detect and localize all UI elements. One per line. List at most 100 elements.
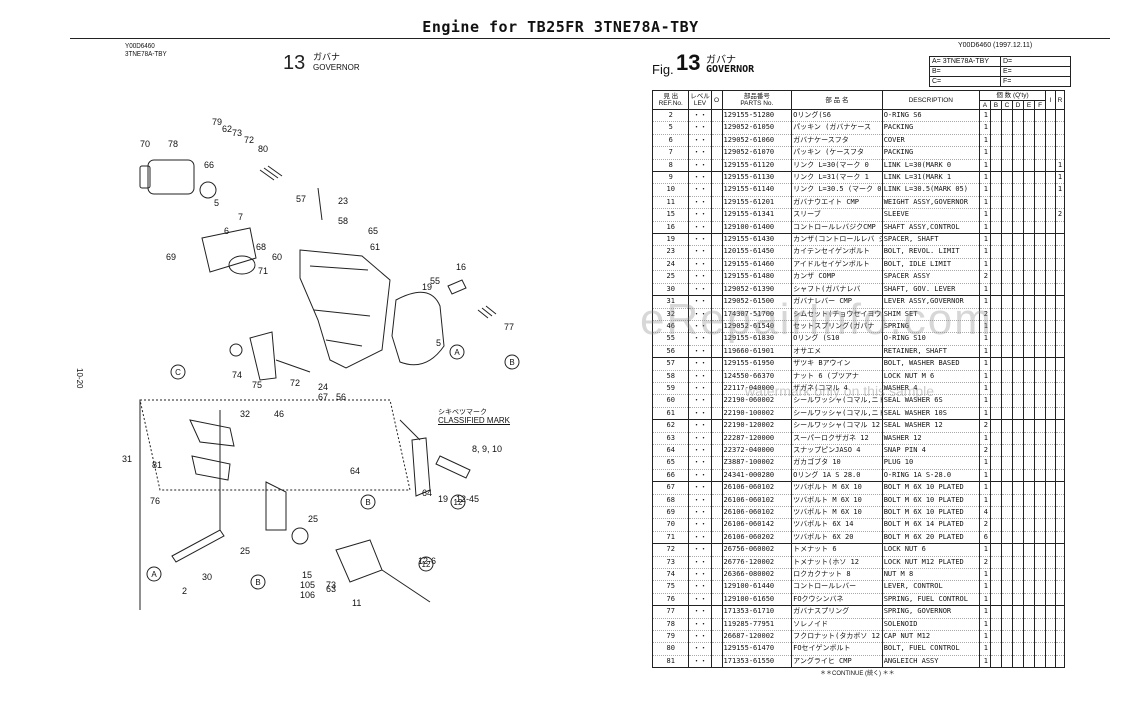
qty-a-cell: 1 — [978, 295, 991, 308]
ref-cell: 55 — [651, 332, 690, 346]
qty-c-cell — [1000, 468, 1013, 482]
circle-reference: B — [360, 494, 376, 510]
i-cell — [1045, 344, 1057, 358]
ref-cell: 5 — [651, 121, 690, 135]
qty-a-cell: 1 — [978, 431, 991, 445]
qty-b-cell — [989, 431, 1002, 445]
qty-b-cell — [989, 543, 1002, 557]
i-cell — [1045, 158, 1057, 172]
qty-d-cell — [1011, 555, 1025, 569]
part-callout: 68 — [256, 242, 266, 252]
qty-c-cell — [1000, 456, 1013, 470]
part-number-cell: 129155-61140 — [721, 183, 793, 197]
i-cell — [1045, 307, 1057, 321]
r-cell — [1055, 394, 1065, 408]
qty-d-cell — [1011, 183, 1025, 197]
i-cell — [1045, 530, 1057, 544]
qty-e-cell — [1022, 208, 1036, 222]
qty-d-cell — [1011, 617, 1025, 631]
qty-c-cell — [1000, 505, 1013, 519]
qty-a-cell: 1 — [978, 233, 991, 246]
qty-d-cell — [1011, 394, 1025, 408]
qty-col-header: B — [989, 100, 1002, 110]
qty-e-cell — [1022, 158, 1036, 172]
qty-f-cell — [1034, 146, 1047, 160]
qty-a-cell: 1 — [978, 394, 991, 408]
part-number-cell: 129155-61950 — [721, 357, 793, 371]
o-cell — [710, 344, 723, 358]
r-cell — [1055, 568, 1065, 581]
i-cell — [1045, 195, 1057, 209]
top-rule — [70, 38, 1110, 39]
o-cell — [710, 580, 723, 594]
qty-e-cell — [1022, 493, 1036, 507]
level-cell: ・・ — [688, 381, 712, 395]
level-cell: ・・ — [688, 543, 712, 557]
ref-cell: 74 — [651, 568, 690, 581]
part-name-jp-cell: リンク L=30.5 (マーク 05) — [791, 183, 883, 197]
solenoid-shape — [147, 159, 195, 195]
qty-e-cell — [1022, 121, 1036, 135]
ref-cell: 59 — [651, 381, 690, 395]
o-cell — [710, 108, 723, 122]
qty-b-cell — [989, 195, 1002, 209]
ref-cell: 57 — [651, 357, 690, 371]
qty-c-cell — [1000, 369, 1013, 383]
qty-b-cell — [989, 245, 1002, 259]
level-cell: ・・ — [688, 654, 712, 668]
part-name-jp-cell: ツバボルト 6X 14 — [791, 518, 883, 532]
qty-a-cell: 1 — [978, 468, 991, 482]
level-cell: ・・ — [688, 319, 712, 333]
qty-e-cell — [1022, 257, 1036, 271]
circle-reference: C — [170, 364, 186, 380]
qty-a-cell: 2 — [978, 419, 991, 433]
part-name-jp-cell: リンク L=31(マーク 1 — [791, 171, 883, 184]
qty-e-cell — [1022, 195, 1036, 209]
qty-c-cell — [1000, 208, 1013, 222]
ref-cell: 32 — [651, 307, 690, 321]
qty-f-cell — [1034, 642, 1047, 656]
governor-case-shape — [299, 249, 391, 369]
i-cell — [1045, 108, 1057, 122]
r-cell — [1055, 369, 1065, 383]
circle-reference-label: B — [365, 498, 370, 507]
r-cell — [1055, 133, 1065, 147]
part-name-jp-cell: カイテンセイゲンボルト — [791, 245, 883, 259]
description-cell: PACKING — [881, 121, 980, 135]
description-cell: NUT M 8 — [881, 568, 980, 581]
qty-a-cell: 1 — [978, 381, 991, 395]
level-cell: ・・ — [688, 605, 712, 619]
level-cell: ・・ — [688, 183, 712, 197]
o-cell — [710, 381, 723, 395]
qty-d-cell — [1011, 543, 1025, 557]
circle-reference-label: B — [509, 358, 514, 367]
qty-a-cell: 1 — [978, 369, 991, 383]
part-callout: 11 — [352, 598, 361, 608]
part-name-jp-cell: ザガネ(コマル 4 — [791, 381, 883, 395]
part-name-jp-cell: ナット 6 (ブツアナ — [791, 369, 883, 383]
qty-a-cell: 1 — [978, 605, 991, 619]
qty-b-cell — [989, 530, 1002, 544]
part-number-cell: 129155-61470 — [721, 642, 793, 656]
part-callout: 76 — [150, 496, 160, 506]
i-cell — [1045, 518, 1057, 532]
qty-b-cell — [989, 468, 1002, 482]
qty-c-cell — [1000, 555, 1013, 569]
part-callout: 32 — [240, 409, 250, 419]
qty-e-cell — [1022, 220, 1036, 234]
i-cell — [1045, 505, 1057, 519]
i-cell — [1045, 220, 1057, 234]
qty-c-cell — [1000, 381, 1013, 395]
qty-c-cell — [1000, 617, 1013, 631]
page-id: Y00D6460 (1997.12.11) — [958, 42, 1033, 49]
qty-a-cell: 1 — [978, 220, 991, 234]
qty-col-header: D — [1011, 100, 1025, 110]
